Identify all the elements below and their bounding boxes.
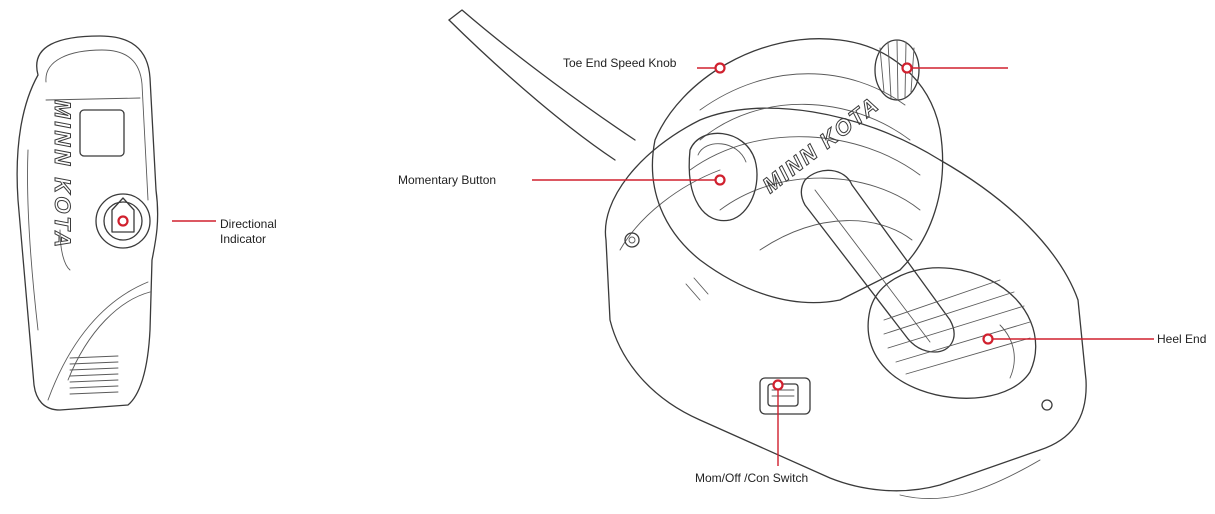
foot-pedal: MINN KOTA xyxy=(448,9,1087,500)
handheld-remote: MINN KOTA xyxy=(16,35,159,411)
marker-mom-off-con-switch xyxy=(772,379,784,391)
callout-leaders xyxy=(117,62,1154,466)
marker-heel-end xyxy=(982,333,994,345)
label-heel-end: Heel End xyxy=(1157,332,1207,346)
mode-switch-housing xyxy=(759,377,811,415)
directional-indicator-button[interactable] xyxy=(103,201,143,241)
mounting-screw xyxy=(624,232,640,248)
marker-momentary-button xyxy=(714,174,726,186)
label-directional-indicator: Directional Indicator xyxy=(220,217,277,247)
pedal-cable xyxy=(448,9,636,141)
marker-toe-end-speed-knob xyxy=(714,62,726,74)
marker-speed-knob xyxy=(901,62,913,74)
remote-display-window xyxy=(79,109,125,157)
label-toe-end-speed-knob: Toe End Speed Knob xyxy=(563,56,677,70)
label-directional-line2: Indicator xyxy=(220,232,267,246)
side-port xyxy=(1041,399,1053,411)
label-momentary-button: Momentary Button xyxy=(398,173,497,187)
pedal-top-housing xyxy=(651,38,944,304)
label-mom-off-con-switch: Mom/Off /Con Switch xyxy=(695,471,809,485)
remote-button-ring xyxy=(95,193,151,249)
arrow-indicator-icon xyxy=(111,197,135,233)
pedal-brand-logo: MINN KOTA xyxy=(758,91,885,198)
momentary-button-shape[interactable] xyxy=(688,132,758,222)
pedal-slot xyxy=(800,169,955,353)
label-directional-line1: Directional xyxy=(220,217,277,231)
remote-grip-ridges xyxy=(69,355,119,395)
pedal-base xyxy=(604,107,1087,492)
heel-end-pad[interactable] xyxy=(867,267,1037,399)
remote-brand-logo: MINN KOTA xyxy=(50,100,75,250)
marker-directional-indicator xyxy=(117,215,129,227)
